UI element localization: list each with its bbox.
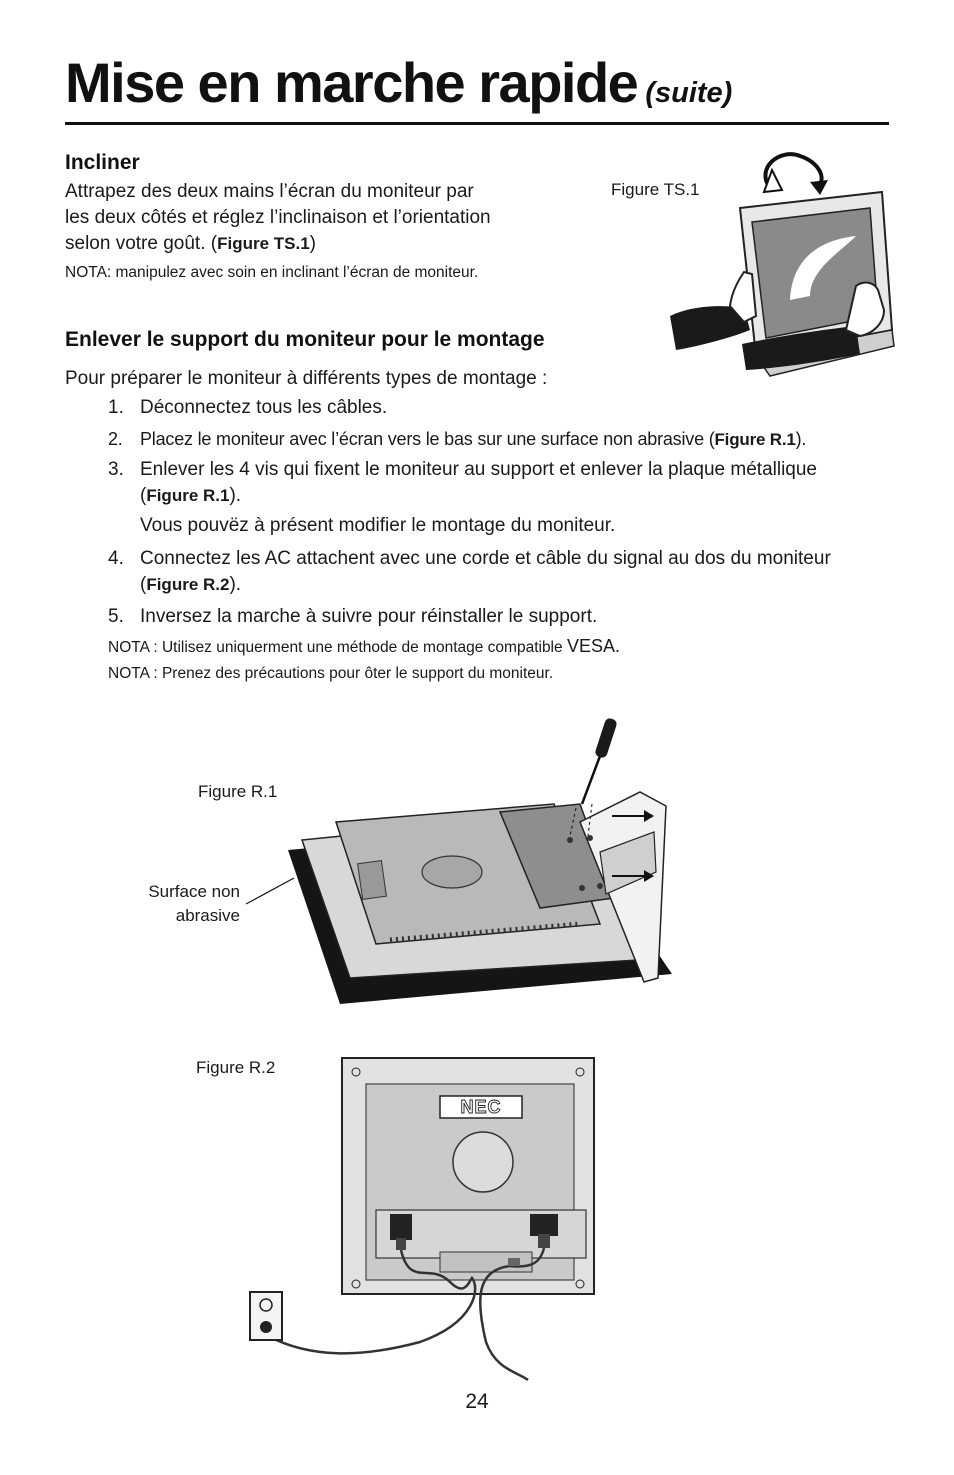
power-cord — [267, 1249, 477, 1355]
figure-ts1-ref: Figure TS.1 — [217, 234, 310, 253]
incliner-line-2: les deux côtés et réglez l’inclinaison e… — [65, 207, 491, 228]
page-number: 24 — [465, 1390, 489, 1413]
note-vesa: NOTA : Utilisez uniquerment une méthode … — [108, 636, 620, 656]
support-intro: Pour préparer le moniteur à différents t… — [65, 368, 548, 389]
figure-ts1-illustration — [670, 152, 895, 377]
figure-r1-label: Figure R.1 — [198, 782, 278, 801]
figure-r1-illustration — [245, 718, 672, 1004]
nec-logo — [439, 1095, 523, 1119]
screen-reflection — [790, 236, 856, 300]
title-rule — [65, 122, 889, 125]
wall-outlet-icon — [249, 1291, 283, 1341]
incliner-heading: Incliner — [65, 151, 140, 174]
page-title: Mise en marche rapide(suite) — [65, 52, 732, 114]
signal-cable — [478, 1247, 546, 1382]
figure-r2-illustration: NEC — [249, 1057, 595, 1382]
step-1: 1. Déconnectez tous les câbles. — [108, 397, 388, 418]
support-steps-list: 1. Déconnectez tous les câbles. 2. Place… — [108, 395, 908, 634]
right-hand — [844, 281, 886, 338]
incliner-line-3: selon votre goût. (Figure TS.1) — [65, 233, 316, 254]
figure-r1-ref: Figure R.1 — [714, 430, 796, 449]
arrow-icon — [644, 870, 654, 882]
nec-logo-text: NEC — [460, 1097, 501, 1117]
title-main: Mise en marche rapide — [65, 51, 639, 114]
screwdriver-icon — [580, 718, 617, 805]
left-hand — [728, 270, 758, 324]
figure-ts1-label: Figure TS.1 — [611, 180, 700, 199]
step-4: 4. Connectez les AC attachent avec une c… — [108, 548, 831, 595]
step-2: 2. Placez le moniteur avec l’écran vers … — [108, 429, 807, 449]
incliner-paragraph: Attrapez des deux mains l’écran du monit… — [65, 179, 491, 257]
figure-r2-ref: Figure R.2 — [146, 575, 230, 594]
surface-callout: Surface non abrasive — [148, 882, 240, 925]
right-arm — [742, 326, 860, 370]
left-arm — [670, 306, 750, 350]
arrow-icon — [644, 810, 654, 822]
rotate-arrow-icon — [763, 152, 824, 190]
figure-r2-label: Figure R.2 — [196, 1058, 276, 1077]
step-3: 3. Enlever les 4 vis qui fixent le monit… — [108, 459, 817, 536]
support-heading: Enlever le support du moniteur pour le m… — [65, 328, 545, 351]
incliner-note: NOTA: manipulez avec soin en inclinant l… — [65, 264, 479, 281]
note-precautions: NOTA : Prenez des précautions pour ôter … — [108, 665, 554, 682]
step-5: 5. Inversez la marche à suivre pour réin… — [108, 606, 598, 627]
power-plug-icon — [390, 1214, 412, 1240]
title-suffix: (suite) — [645, 77, 733, 109]
signal-cable-connector — [530, 1214, 558, 1236]
figure-r1-ref: Figure R.1 — [146, 486, 230, 505]
incliner-line-1: Attrapez des deux mains l’écran du monit… — [65, 181, 474, 202]
